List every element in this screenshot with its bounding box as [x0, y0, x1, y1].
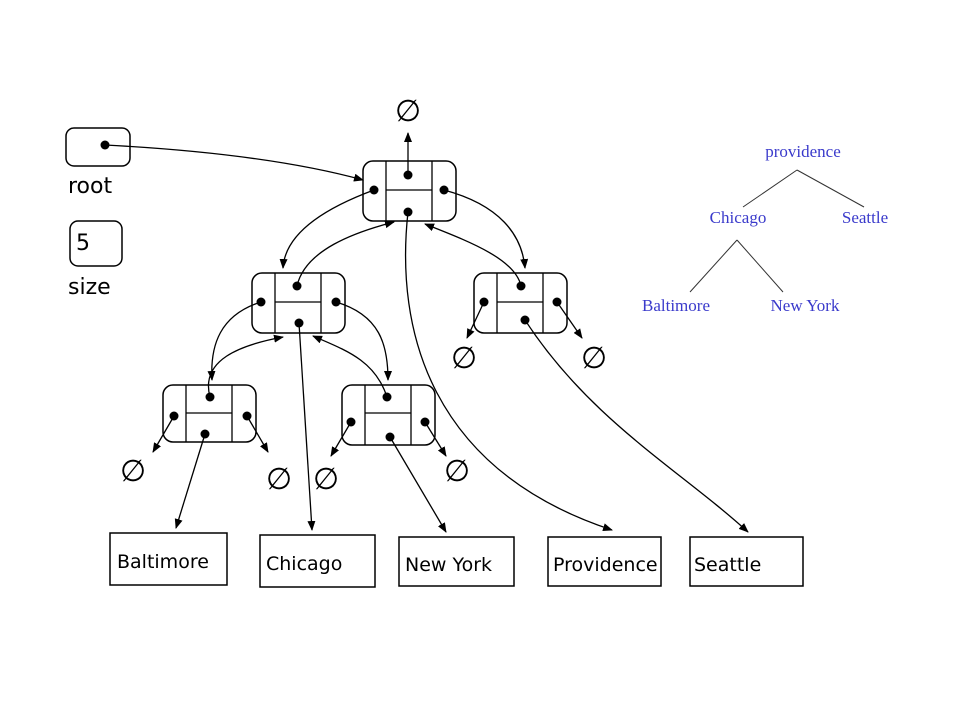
null-symbol: ∅ — [395, 94, 421, 129]
string-box-seattle — [689, 536, 804, 587]
string-box-baltimore — [109, 532, 228, 586]
string-boxes: Baltimore Chicago New York Providence Se… — [109, 532, 804, 588]
string-box-chicago — [259, 534, 376, 588]
tree-left-left-label: Baltimore — [642, 296, 710, 315]
size-label: size — [68, 275, 111, 300]
root-label: root — [68, 174, 112, 199]
node-providence — [362, 160, 457, 222]
tree-root-label: providence — [765, 142, 841, 161]
string-box-new-york — [398, 536, 515, 587]
string-providence: Providence — [553, 554, 658, 576]
string-box-providence — [547, 536, 662, 587]
null-symbol: ∅ — [313, 462, 339, 497]
logical-tree: providence Chicago Seattle Baltimore New… — [642, 142, 888, 315]
tree-links — [152, 132, 749, 533]
null-symbol: ∅ — [451, 341, 477, 376]
root-arrow — [104, 144, 364, 182]
size-value: 5 — [76, 231, 90, 256]
node-baltimore — [162, 384, 257, 443]
null-symbol: ∅ — [581, 341, 607, 376]
null-symbol: ∅ — [120, 454, 146, 489]
size-variable: 5 size — [68, 220, 123, 300]
tree-left-label: Chicago — [710, 208, 767, 227]
root-box — [65, 127, 131, 167]
string-new-york: New York — [405, 554, 492, 576]
null-symbol: ∅ — [266, 462, 292, 497]
tree-left-right-label: New York — [771, 296, 840, 315]
null-symbol: ∅ — [444, 454, 470, 489]
node-new-york — [341, 384, 436, 446]
root-variable: root — [65, 127, 131, 199]
string-baltimore: Baltimore — [117, 551, 209, 573]
string-seattle: Seattle — [694, 554, 761, 576]
string-chicago: Chicago — [266, 553, 342, 575]
size-box — [69, 220, 123, 267]
tree-right-label: Seattle — [842, 208, 888, 227]
